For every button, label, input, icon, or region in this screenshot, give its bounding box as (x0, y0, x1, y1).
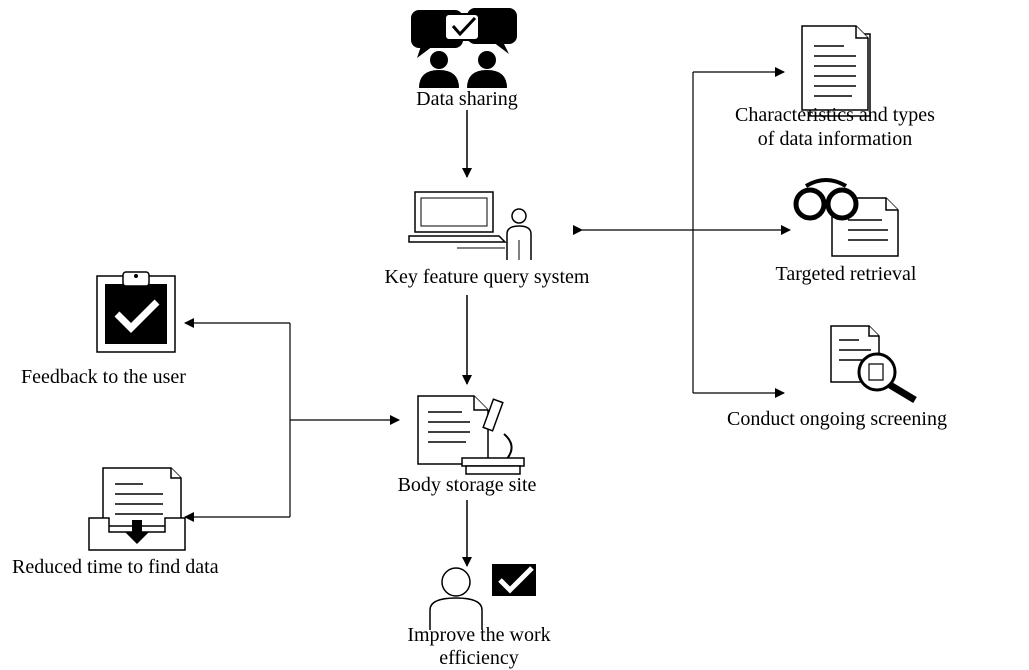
label-storage-site: Body storage site (397, 474, 537, 496)
computer-user-icon (408, 191, 532, 260)
label-feedback: Feedback to the user (21, 366, 186, 388)
label-targeted: Targeted retrieval (775, 263, 917, 285)
document-magnifier-icon (830, 325, 917, 404)
document-tray-icon (88, 467, 186, 551)
label-reduced-time: Reduced time to find data (12, 556, 219, 578)
data-sharing-icon (411, 8, 517, 88)
label-data-sharing: Data sharing (416, 88, 518, 110)
label-improve-line2: efficiency (439, 647, 519, 669)
glasses-document-icon (793, 178, 899, 257)
person-checkmark-icon (429, 564, 536, 630)
label-characteristics-line1: Characteristics and types (735, 104, 935, 126)
label-query-system: Key feature query system (384, 266, 590, 288)
clipboard-check-icon (96, 271, 176, 353)
label-characteristics-line2: of data information (757, 128, 913, 150)
label-improve-line1: Improve the work (407, 624, 551, 646)
document-microscope-icon (417, 395, 525, 475)
label-screening: Conduct ongoing screening (727, 408, 947, 430)
document-stack-icon (801, 25, 871, 117)
